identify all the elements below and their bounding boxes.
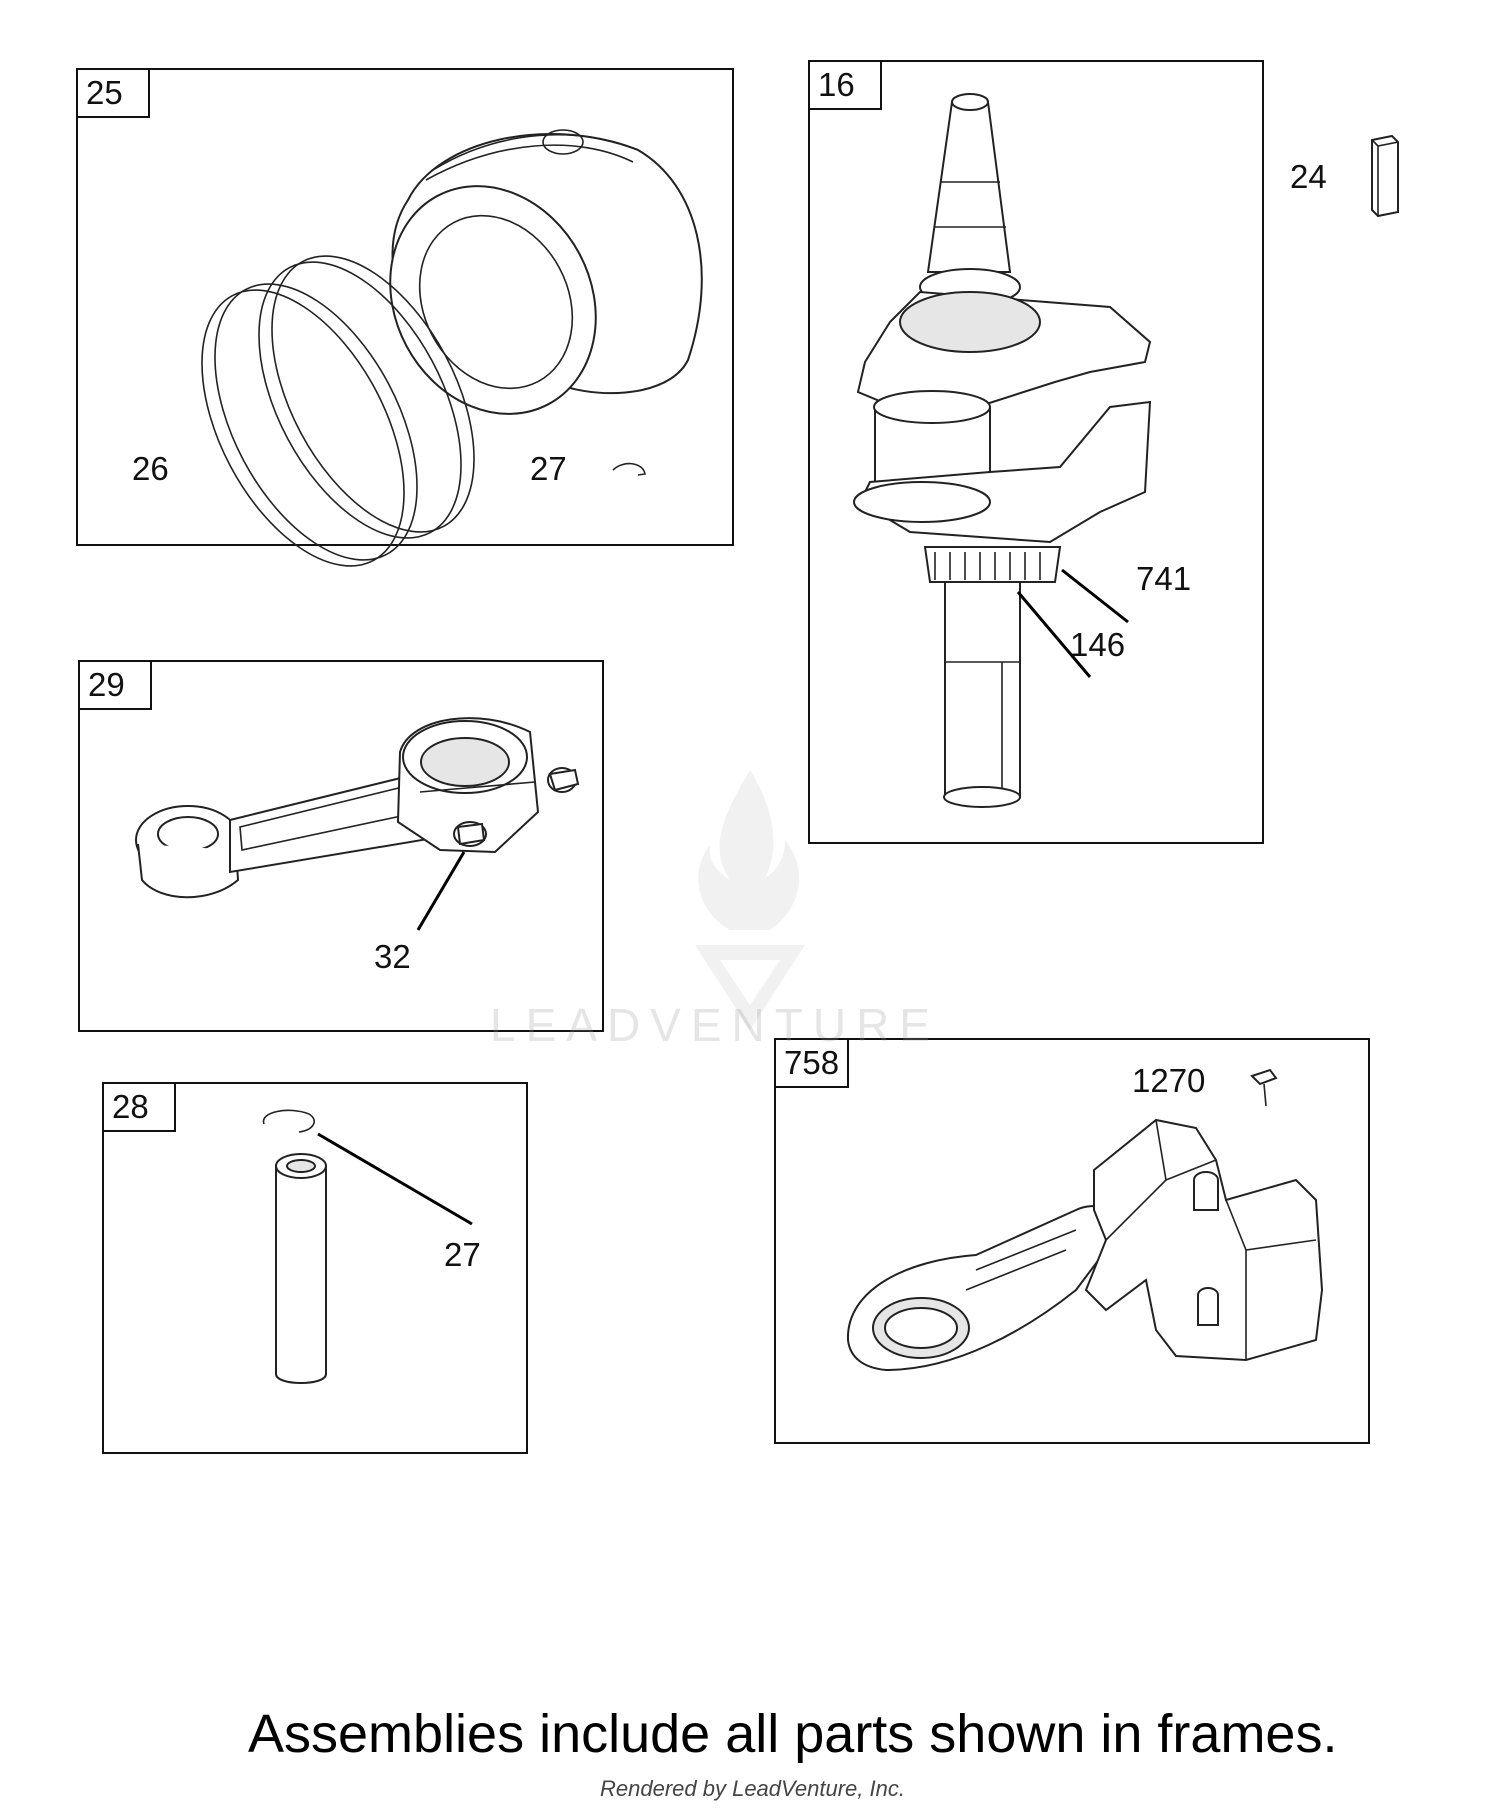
frame-25-piston-assembly: 25 26 27 [76,68,734,546]
frame-29-id: 29 [80,662,152,710]
frame-758-counterweight-assembly: 758 1270 [774,1038,1370,1444]
watermark-text: LEADVENTURE [490,999,940,1051]
callout-27-pin-clip: 27 [444,1236,481,1273]
connecting-rod-illustration [80,662,606,1034]
frame-28-piston-pin: 28 27 [102,1082,528,1454]
callout-1270: 1270 [1132,1062,1206,1099]
render-credit: Rendered by LeadVenture, Inc. [600,1776,905,1801]
footer-note: Assemblies include all parts shown in fr… [248,1704,1338,1764]
callout-24: 24 [1290,158,1327,195]
frame-25-id: 25 [78,70,150,118]
callout-32: 32 [374,938,411,975]
piston-ring-illustration [78,70,736,548]
crankshaft-key-part [1366,132,1402,218]
callout-146: 146 [1070,626,1126,663]
frame-16-crankshaft: 16 741 146 [808,60,1264,844]
piston-pin-illustration [104,1084,530,1456]
frame-28-id: 28 [104,1084,176,1132]
frame-29-connecting-rod: 29 32 [78,660,604,1032]
leadventure-watermark-logo [695,770,805,1030]
callout-741: 741 [1136,560,1192,597]
callout-26: 26 [132,450,169,487]
counterweight-illustration [776,1040,1372,1446]
callout-27: 27 [530,450,567,487]
crankshaft-illustration [810,62,1266,846]
frame-16-id: 16 [810,62,882,110]
frame-758-id: 758 [776,1040,850,1088]
